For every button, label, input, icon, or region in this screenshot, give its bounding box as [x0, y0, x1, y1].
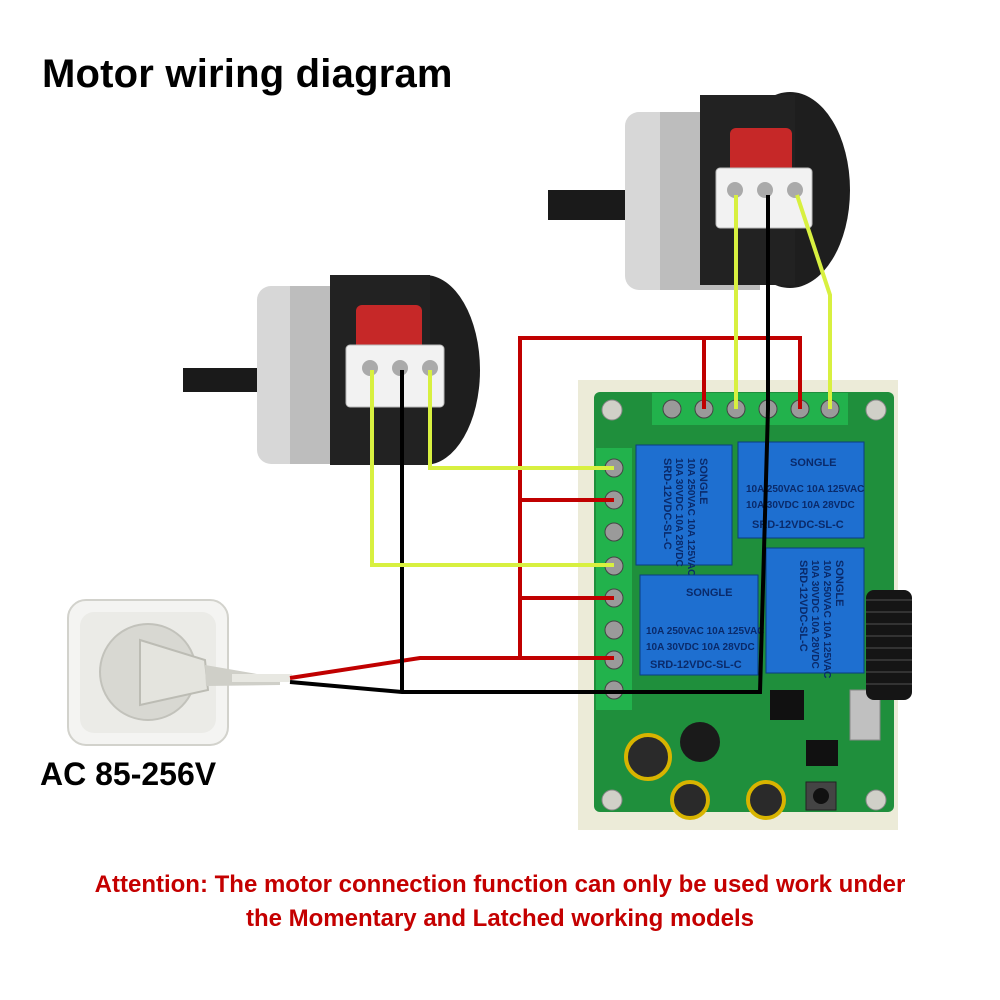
relay-1: SONGLE 10A 250VAC 10A 125VAC 10A 30VDC 1…	[635, 444, 733, 576]
chip-1	[770, 690, 804, 720]
relay-2: SONGLE 10A 250VAC 10A 125VAC 10A 30VDC 1…	[737, 441, 865, 539]
capacitor-2	[670, 780, 710, 820]
motor-1	[183, 275, 480, 465]
attention-line-2: the Momentary and Latched working models	[245, 905, 755, 932]
svg-text:10A 250VAC 10A 125VAC: 10A 250VAC 10A 125VAC	[646, 626, 764, 637]
svg-text:SONGLE: SONGLE	[686, 587, 732, 599]
chip-2	[806, 740, 838, 766]
motor-1-capacitor	[356, 305, 422, 351]
svg-text:10A 30VDC 10A 28VDC: 10A 30VDC 10A 28VDC	[809, 560, 820, 669]
motor-2-terminal-block	[715, 167, 813, 229]
svg-text:10A 30VDC 10A 28VDC: 10A 30VDC 10A 28VDC	[673, 458, 684, 567]
svg-text:SRD-12VDC-SL-C: SRD-12VDC-SL-C	[752, 519, 844, 531]
motor-2	[548, 92, 850, 290]
motor-2-capacitor	[730, 128, 792, 178]
svg-text:10A 250VAC 10A 125VAC: 10A 250VAC 10A 125VAC	[746, 484, 864, 495]
motor-2-shaft	[548, 190, 638, 220]
power-supply-label: AC 85-256V	[40, 756, 217, 792]
capacitor-1	[624, 733, 672, 781]
svg-text:10A 30VDC 10A 28VDC: 10A 30VDC 10A 28VDC	[746, 500, 855, 511]
svg-text:SRD-12VDC-SL-C: SRD-12VDC-SL-C	[650, 659, 742, 671]
svg-text:SONGLE: SONGLE	[790, 457, 836, 469]
relay-3: SONGLE 10A 250VAC 10A 125VAC 10A 30VDC 1…	[639, 574, 764, 676]
neutral-wires	[289, 195, 770, 694]
svg-text:SONGLE: SONGLE	[833, 560, 845, 606]
relay-4: SONGLE 10A 250VAC 10A 125VAC 10A 30VDC 1…	[765, 547, 865, 678]
attention-note: Attention: The motor connection function…	[0, 868, 1000, 936]
left-terminal-block	[596, 448, 632, 710]
wall-socket	[67, 599, 292, 746]
inductor	[680, 722, 720, 762]
plug-body	[139, 638, 210, 707]
svg-text:SRD-12VDC-SL-C: SRD-12VDC-SL-C	[797, 560, 809, 652]
svg-text:10A 30VDC 10A 28VDC: 10A 30VDC 10A 28VDC	[646, 642, 755, 653]
live-wires	[289, 336, 802, 680]
relay-board: SONGLE 10A 250VAC 10A 125VAC 10A 30VDC 1…	[578, 380, 912, 830]
antenna-coil	[866, 590, 912, 700]
diagram-title: Motor wiring diagram	[42, 52, 453, 96]
attention-line-1: Attention: The motor connection function…	[94, 871, 906, 898]
capacitor-3	[746, 780, 786, 820]
svg-text:10A 250VAC 10A 125VAC: 10A 250VAC 10A 125VAC	[685, 458, 696, 576]
svg-text:SONGLE: SONGLE	[697, 458, 709, 504]
svg-text:10A 250VAC 10A 125VAC: 10A 250VAC 10A 125VAC	[821, 560, 832, 678]
svg-text:SRD-12VDC-SL-C: SRD-12VDC-SL-C	[661, 458, 673, 550]
top-terminal-block	[652, 393, 848, 425]
motor-wires	[370, 194, 832, 567]
